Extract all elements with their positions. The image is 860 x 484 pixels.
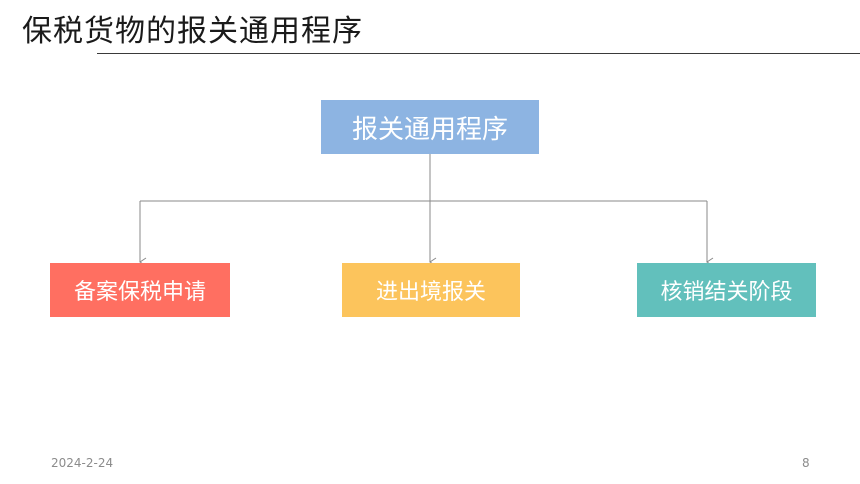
root-node-label: 报关通用程序 xyxy=(351,114,508,145)
child-node-label: 进出境报关 xyxy=(375,280,486,305)
footer-date: 2024-2-24 xyxy=(51,456,114,470)
child-node-label: 核销结关阶段 xyxy=(660,280,793,305)
slide-title: 保税货物的报关通用程序 xyxy=(22,14,363,49)
child-node-filing: 备案保税申请 xyxy=(50,263,230,317)
page-number: 8 xyxy=(802,456,810,470)
child-node-verification-closing: 核销结关阶段 xyxy=(637,263,816,317)
child-node-customs-declaration: 进出境报关 xyxy=(342,263,520,317)
root-node: 报关通用程序 xyxy=(321,100,539,154)
child-node-label: 备案保税申请 xyxy=(73,280,206,305)
title-rule xyxy=(97,53,860,54)
